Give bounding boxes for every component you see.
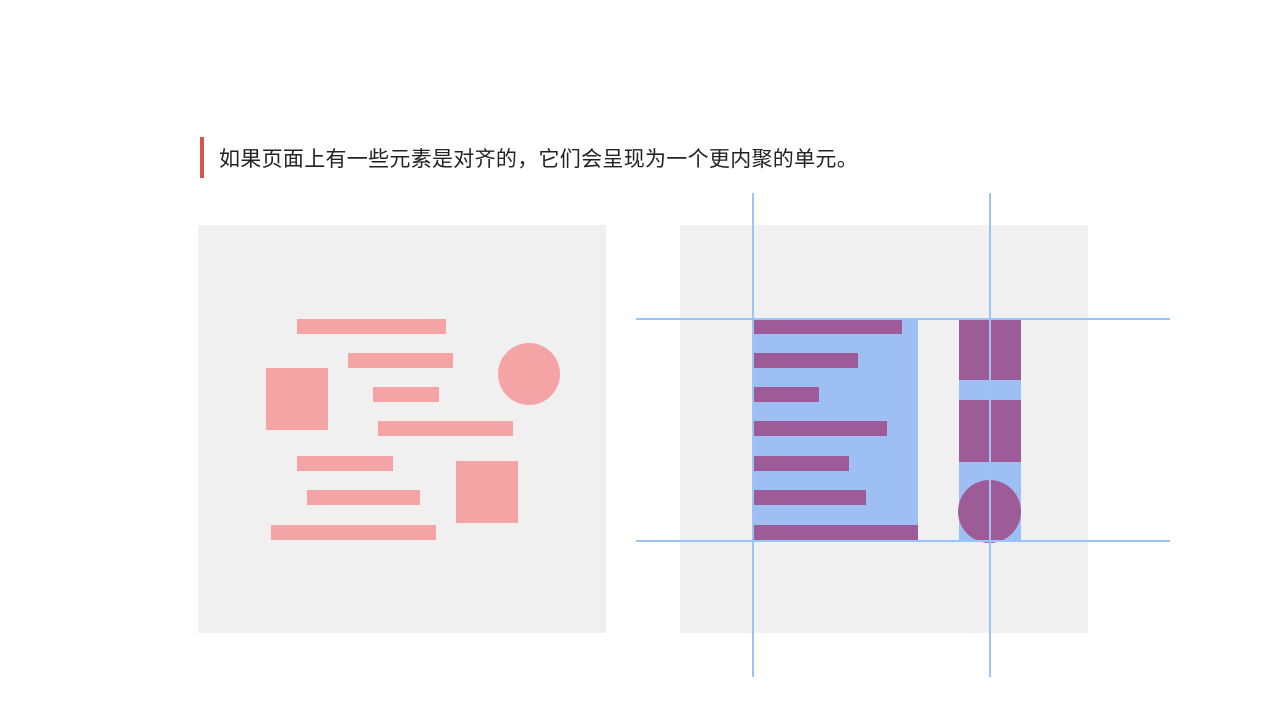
unaligned-bar-5 [297,456,393,471]
headline-accent-bar [200,137,204,178]
unaligned-bar-3 [373,387,439,402]
aligned-bar-7 [753,525,918,540]
unaligned-example-panel [198,225,606,633]
unaligned-bar-2 [348,353,453,368]
aligned-bar-2 [753,353,858,368]
headline: 如果页面上有一些元素是对齐的，它们会呈现为一个更内聚的单元。 [200,137,858,178]
alignment-guide-vertical-center [989,193,991,677]
unaligned-bar-4 [378,421,513,436]
unaligned-bar-6 [307,490,420,505]
aligned-bar-3 [753,387,819,402]
aligned-bar-4 [753,421,887,436]
unaligned-square-1 [266,368,328,430]
alignment-guide-vertical-left [752,193,754,677]
aligned-example-panel [680,225,1088,633]
unaligned-bar-7 [271,525,436,540]
aligned-bar-6 [753,490,866,505]
alignment-guide-horizontal-top [636,318,1170,320]
aligned-bar-1 [753,319,902,334]
aligned-bar-5 [753,456,849,471]
unaligned-circle [498,343,560,405]
alignment-guide-horizontal-bottom [636,540,1170,542]
unaligned-square-2 [456,461,518,523]
unaligned-bar-1 [297,319,446,334]
headline-text: 如果页面上有一些元素是对齐的，它们会呈现为一个更内聚的单元。 [219,146,858,171]
